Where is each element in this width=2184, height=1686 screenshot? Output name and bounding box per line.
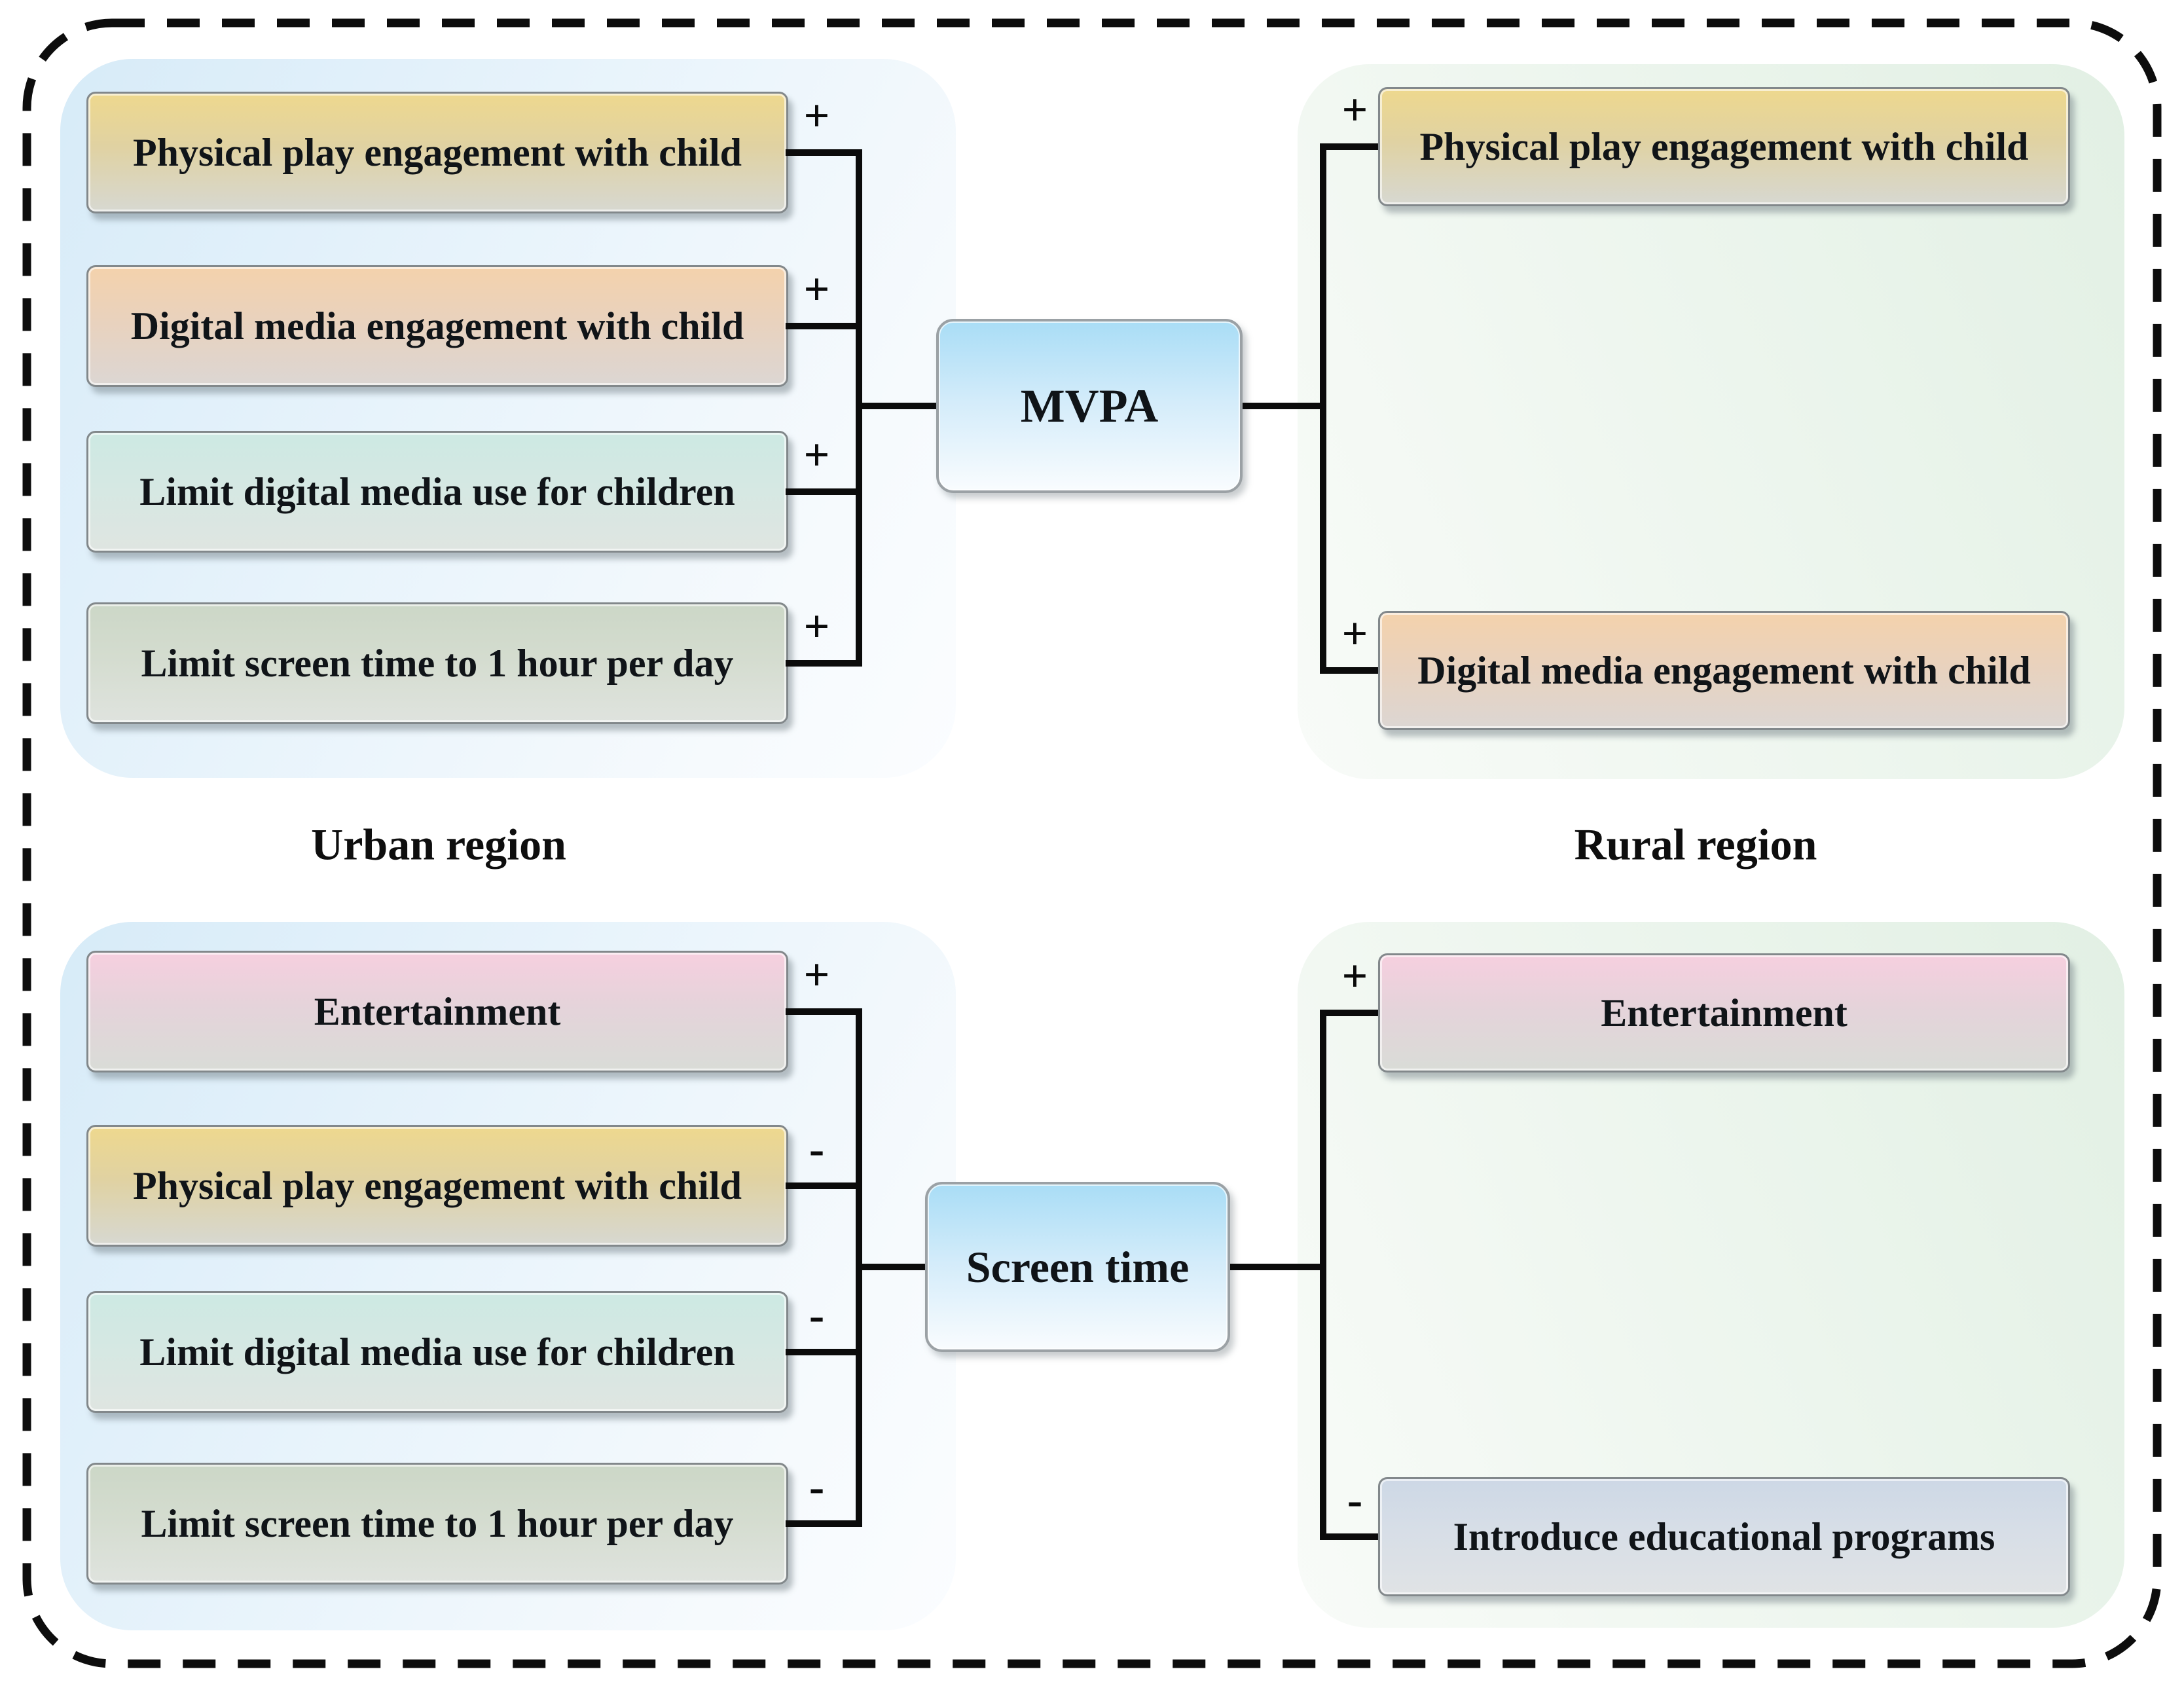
node-label: Limit digital media use for children	[139, 469, 735, 513]
connector-urban-mvpa-2	[786, 323, 862, 329]
node-label: Physical play engagement with child	[132, 1164, 742, 1207]
connector-urban-screentime-4	[786, 1520, 862, 1527]
node-label: Entertainment	[314, 989, 561, 1033]
mvpa-label: MVPA	[1020, 379, 1159, 432]
connector-urban-mvpa-3	[786, 488, 862, 495]
node-urban-mvpa-limit-digital: Limit digital media use for children	[86, 431, 788, 553]
connector-rural-screentime-2	[1320, 1533, 1378, 1540]
connector-urban-screentime-2	[786, 1182, 862, 1189]
sign-minus: -	[809, 1291, 825, 1341]
node-urban-screentime-limit-digital: Limit digital media use for children	[86, 1291, 788, 1413]
connector-rural-screentime-1	[1320, 1010, 1378, 1016]
sign-plus: +	[803, 91, 830, 141]
node-label: Limit screen time to 1 hour per day	[141, 641, 734, 685]
rural-region-label: Rural region	[1574, 819, 1817, 870]
node-label: Physical play engagement with child	[132, 130, 742, 174]
node-label: Digital media engagement with child	[130, 304, 744, 348]
screen-time-node: Screen time	[925, 1182, 1230, 1352]
node-urban-mvpa-limit-screen: Limit screen time to 1 hour per day	[86, 602, 788, 724]
connector-rural-mvpa-1	[1320, 143, 1378, 150]
sign-minus: -	[809, 1462, 825, 1512]
node-rural-mvpa-digital-media: Digital media engagement with child	[1378, 611, 2070, 730]
screen-time-label: Screen time	[966, 1241, 1190, 1292]
node-label: Digital media engagement with child	[1417, 648, 2031, 692]
node-rural-screentime-educational-programs: Introduce educational programs	[1378, 1477, 2070, 1596]
urban-screentime-output-line	[856, 1264, 925, 1270]
node-rural-screentime-entertainment: Entertainment	[1378, 953, 2070, 1072]
sign-plus: +	[803, 950, 830, 1000]
sign-minus: -	[1347, 1475, 1363, 1526]
urban-mvpa-output-line	[856, 403, 936, 409]
rural-screentime-bus-line	[1320, 1010, 1326, 1540]
node-urban-screentime-limit-screen: Limit screen time to 1 hour per day	[86, 1463, 788, 1585]
sign-plus: +	[803, 430, 830, 481]
sign-plus: +	[1341, 951, 1368, 1002]
node-label: Physical play engagement with child	[1419, 124, 2029, 168]
node-rural-mvpa-physical-play: Physical play engagement with child	[1378, 87, 2070, 206]
node-urban-mvpa-digital-media: Digital media engagement with child	[86, 265, 788, 387]
node-label: Entertainment	[1601, 991, 1847, 1035]
connector-urban-mvpa-1	[786, 149, 862, 156]
sign-plus: +	[803, 265, 830, 315]
connector-urban-screentime-1	[786, 1008, 862, 1015]
mvpa-rural-output-line	[1243, 403, 1326, 409]
connector-rural-mvpa-2	[1320, 667, 1378, 674]
urban-region-label: Urban region	[311, 819, 566, 870]
sign-plus: +	[1341, 609, 1368, 659]
node-urban-mvpa-physical-play: Physical play engagement with child	[86, 92, 788, 213]
node-urban-screentime-entertainment: Entertainment	[86, 951, 788, 1072]
node-label: Limit digital media use for children	[139, 1330, 735, 1374]
rural-mvpa-bus-line	[1320, 143, 1326, 674]
sign-plus: +	[1341, 85, 1368, 136]
connector-urban-screentime-3	[786, 1349, 862, 1355]
sign-minus: -	[809, 1124, 825, 1175]
node-urban-screentime-physical-play: Physical play engagement with child	[86, 1125, 788, 1247]
connector-urban-mvpa-4	[786, 660, 862, 667]
sign-plus: +	[803, 602, 830, 652]
mvpa-node: MVPA	[936, 319, 1243, 493]
screentime-rural-output-line	[1230, 1264, 1326, 1270]
node-label: Limit screen time to 1 hour per day	[141, 1501, 734, 1545]
node-label: Introduce educational programs	[1453, 1514, 1995, 1558]
